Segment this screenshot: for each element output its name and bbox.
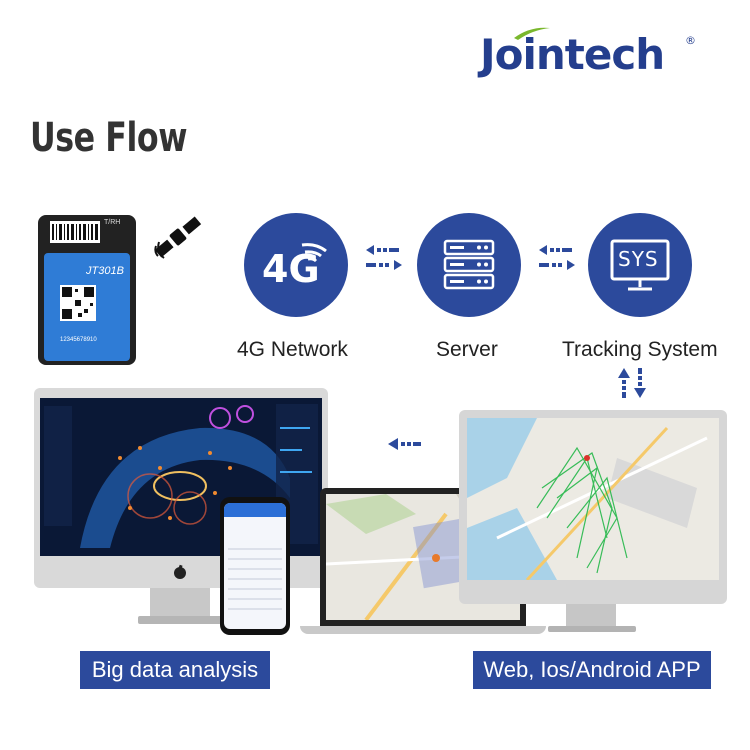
- satellite-icon: [150, 212, 206, 262]
- server-label: Server: [436, 338, 498, 361]
- imac-base: [138, 616, 222, 624]
- tracking-system-node: SYS: [588, 213, 692, 317]
- registered-mark: ®: [685, 34, 696, 47]
- smartphone: [220, 497, 290, 635]
- monitor-sys-icon: [610, 239, 670, 291]
- apple-logo-icon: [172, 564, 188, 580]
- logo-text: Jointech: [480, 30, 665, 79]
- sensor-tag: T/RH: [104, 219, 121, 226]
- qr-code-icon: [60, 285, 96, 321]
- tracker-device: T/RH JT301B 12345678910: [30, 205, 140, 365]
- dashboard-screen: [40, 398, 322, 556]
- phone-app-header: [224, 503, 286, 517]
- tracking-map-screen: [467, 418, 719, 582]
- 4g-network-label: 4G Network: [237, 338, 348, 361]
- phone-screen: [224, 503, 286, 629]
- jointech-logo: Jointech ®: [480, 27, 705, 80]
- vertical-arrows-icon: [618, 368, 646, 398]
- monitor-stand: [566, 604, 616, 628]
- logo-swoosh-icon: [514, 27, 550, 40]
- bidirectional-arrows-icon: [539, 245, 575, 270]
- big-data-caption: Big data analysis: [80, 651, 270, 689]
- barcode-label: [50, 221, 100, 243]
- imac-dashboard: [34, 388, 328, 588]
- 4g-icon-text: 4G: [262, 247, 320, 291]
- app-caption: Web, Ios/Android APP: [473, 651, 711, 689]
- monitor-base: [548, 626, 636, 632]
- server-node: [417, 213, 521, 317]
- bidirectional-arrows-icon: [366, 245, 402, 270]
- left-arrow-icon: [388, 438, 421, 450]
- sys-icon-text: SYS: [618, 247, 659, 271]
- page-title: Use Flow: [30, 115, 188, 161]
- tracking-system-label: Tracking System: [562, 338, 718, 361]
- trajectory-map-graphic: [467, 418, 719, 582]
- device-model: JT301B: [86, 265, 124, 277]
- laptop-base: [300, 626, 546, 634]
- phone-list-graphic: [228, 548, 282, 610]
- 4g-network-node: 4G: [244, 213, 348, 317]
- wifi-signal-icon: [301, 243, 327, 263]
- imac-stand: [150, 588, 210, 618]
- barcode-icon: [52, 224, 98, 240]
- monitor-tracking: [459, 410, 727, 604]
- device-serial: 12345678910: [60, 337, 97, 343]
- server-rack-icon: [443, 239, 495, 290]
